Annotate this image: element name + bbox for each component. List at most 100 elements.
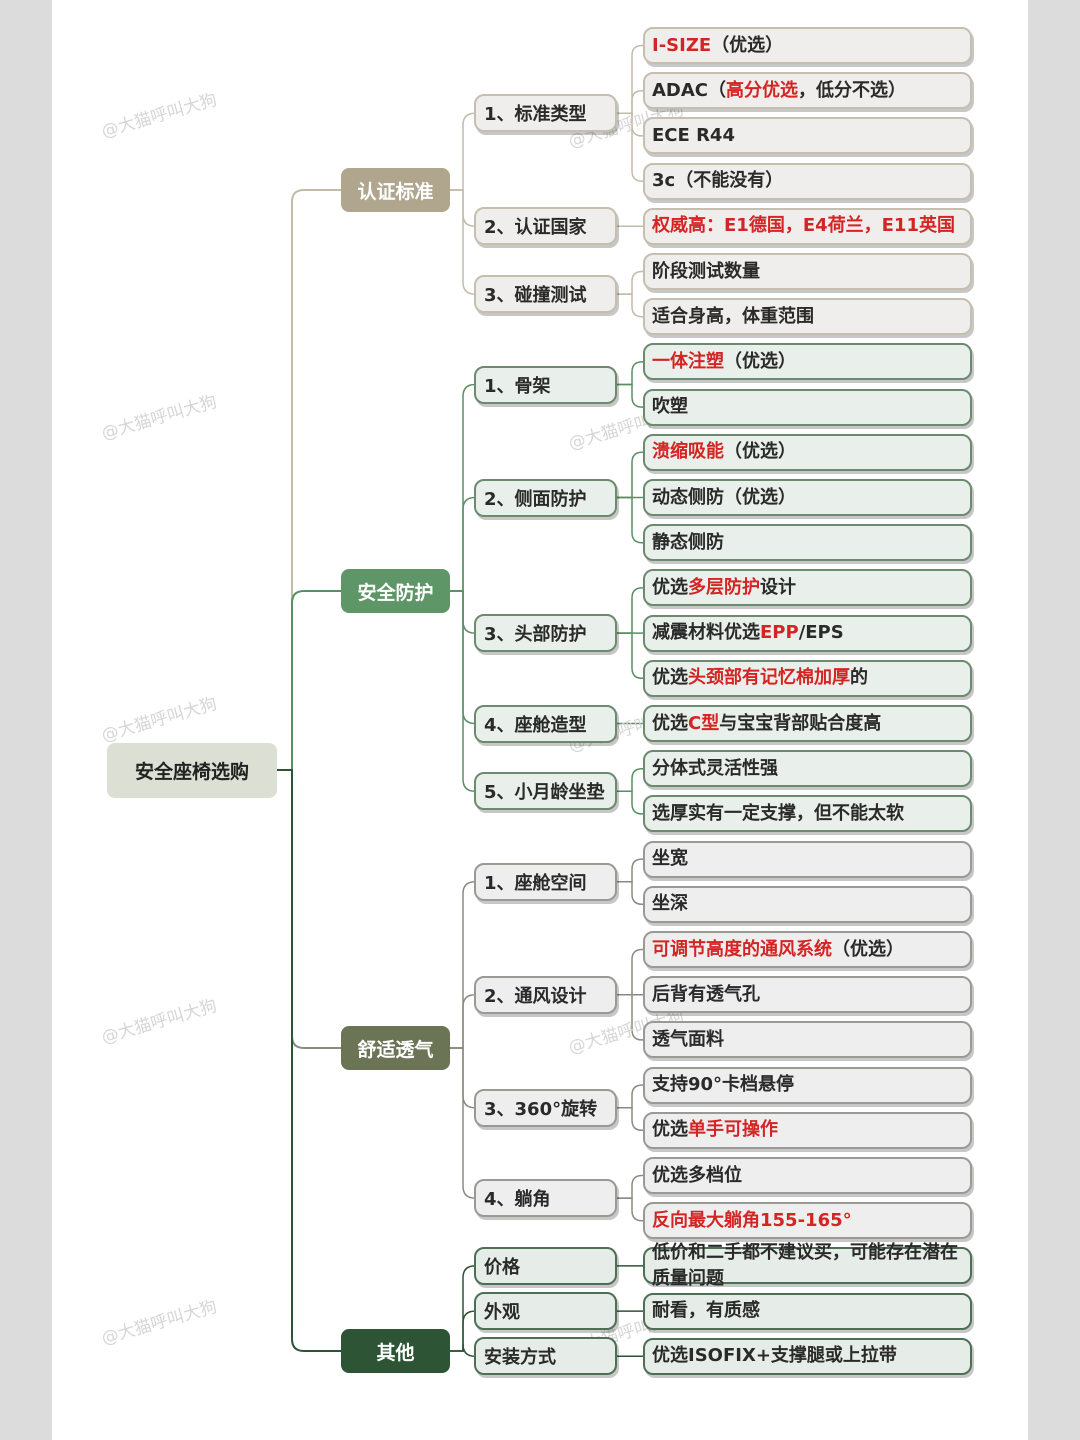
subcategory-node[interactable]: 安装方式 (474, 1337, 617, 1376)
leaf-text: 优选多层防护设计 (652, 575, 796, 601)
leaf-node[interactable]: 透气面料 (643, 1021, 972, 1059)
leaf-segment-text: 优选 (652, 576, 688, 598)
leaf-text: 优选C型与宝宝背部贴合度高 (652, 711, 881, 737)
leaf-highlight-text: 多层防护 (688, 576, 760, 598)
leaf-segment-text: 耐看，有质感 (652, 1300, 760, 1322)
category-node[interactable]: 安全防护 (341, 569, 450, 613)
leaf-node[interactable]: 吹塑 (643, 388, 972, 426)
leaf-text: 吹塑 (652, 394, 688, 420)
subcategory-label: 5、小月龄坐垫 (484, 782, 605, 804)
category-label: 安全防护 (357, 581, 434, 604)
leaf-node[interactable]: 后背有透气孔 (643, 976, 972, 1014)
category-label: 舒适透气 (357, 1038, 434, 1061)
subcategory-node[interactable]: 1、座舱空间 (474, 862, 617, 901)
leaf-node[interactable]: 溃缩吸能（优选） (643, 433, 972, 471)
leaf-node[interactable]: 选厚实有一定支撑，但不能太软 (643, 795, 972, 833)
subcategory-node[interactable]: 价格 (474, 1246, 617, 1285)
leaf-text: ECE R44 (652, 123, 735, 149)
subcategory-node[interactable]: 1、骨架 (474, 365, 617, 404)
leaf-segment-text: 透气面料 (652, 1028, 724, 1050)
leaf-node[interactable]: ECE R44 (643, 117, 972, 155)
leaf-segment-text: 优选 (652, 667, 688, 689)
root-to-category-line (277, 769, 341, 1049)
subcategory-node[interactable]: 3、头部防护 (474, 614, 617, 653)
category-node[interactable]: 其他 (341, 1329, 450, 1373)
subcategory-node[interactable]: 外观 (474, 1292, 617, 1331)
leaf-segment-text: 减震材料优选 (652, 622, 760, 644)
subcategory-node[interactable]: 4、躺角 (474, 1179, 617, 1218)
subcategory-node[interactable]: 5、小月龄坐垫 (474, 772, 617, 811)
subcategory-label: 2、侧面防护 (484, 488, 587, 510)
leaf-highlight-text: EPP (760, 622, 799, 644)
leaf-text: 优选ISOFIX+支撑腿或上拉带 (652, 1343, 897, 1369)
subcategory-node[interactable]: 3、碰撞测试 (474, 275, 617, 314)
leaf-node[interactable]: 优选多层防护设计 (643, 569, 972, 607)
subcategory-to-leaf-line (617, 790, 643, 815)
leaf-text: 权威高：E1德国，E4荷兰，E11英国 (652, 213, 955, 239)
leaf-node[interactable]: 坐宽 (643, 840, 972, 878)
subcategory-node[interactable]: 1、标准类型 (474, 94, 617, 133)
leaf-node[interactable]: 耐看，有质感 (643, 1292, 972, 1330)
category-to-subcategory-line (450, 189, 476, 295)
leaf-segment-text: 优选 (652, 1119, 688, 1141)
leaf-segment-text: 坐宽 (652, 848, 688, 870)
leaf-segment-text: 支持90°卡档悬停 (652, 1074, 795, 1096)
subcategory-to-leaf-line (617, 496, 643, 544)
leaf-node[interactable]: 静态侧防 (643, 524, 972, 562)
root-to-category-line (277, 590, 341, 771)
leaf-node[interactable]: 优选头颈部有记忆棉加厚的 (643, 659, 972, 697)
leaf-text: 支持90°卡档悬停 (652, 1072, 794, 1098)
root-to-category-line (277, 769, 341, 1352)
leaf-node[interactable]: I-SIZE（优选） (643, 27, 972, 64)
leaf-node[interactable]: 反向最大躺角155-165° (643, 1202, 972, 1240)
leaf-segment-text: 低价和二手都不建议买，可能存在潜在质量问题 (652, 1241, 958, 1289)
subcategory-label: 4、座舱造型 (484, 714, 587, 736)
leaf-node[interactable]: 优选单手可操作 (643, 1111, 972, 1149)
leaf-node[interactable]: 一体注塑（优选） (643, 343, 972, 381)
leaf-node[interactable]: 优选C型与宝宝背部贴合度高 (643, 705, 972, 742)
leaf-node[interactable]: 3c（不能没有） (643, 162, 972, 200)
category-to-subcategory-line (450, 590, 476, 793)
leaf-text: 低价和二手都不建议买，可能存在潜在质量问题 (652, 1240, 970, 1292)
leaf-highlight-text: C型 (688, 712, 720, 734)
root-label: 安全座椅选购 (134, 761, 249, 783)
subcategory-node[interactable]: 2、通风设计 (474, 975, 617, 1014)
subcategory-label: 安装方式 (484, 1347, 556, 1369)
subcategory-node[interactable]: 4、座舱造型 (474, 704, 617, 743)
subcategory-node[interactable]: 3、360°旋转 (474, 1088, 617, 1127)
leaf-node[interactable]: 低价和二手都不建议买，可能存在潜在质量问题 (643, 1242, 972, 1289)
subcategory-to-leaf-line (617, 632, 643, 680)
leaf-node[interactable]: 可调节高度的通风系统（优选） (643, 931, 972, 968)
subcategory-label: 4、躺角 (484, 1189, 551, 1211)
subcategory-to-leaf-line (617, 1174, 643, 1199)
leaf-node[interactable]: 支持90°卡档悬停 (643, 1066, 972, 1104)
leaf-node[interactable]: 阶段测试数量 (643, 253, 972, 290)
leaf-node[interactable]: 优选ISOFIX+支撑腿或上拉带 (643, 1337, 972, 1375)
subcategory-node[interactable]: 2、侧面防护 (474, 478, 617, 517)
leaf-highlight-text: 权威高：E1德国，E4荷兰，E11英国 (652, 215, 955, 237)
leaf-segment-text: 与宝宝背部贴合度高 (719, 712, 882, 734)
subcategory-to-leaf-line (617, 451, 643, 499)
root-node[interactable]: 安全座椅选购 (107, 743, 277, 798)
leaf-segment-text: 后背有透气孔 (652, 983, 760, 1005)
leaf-segment-text: /EPS (798, 622, 844, 644)
leaf-node[interactable]: 适合身高，体重范围 (643, 298, 972, 336)
leaf-text: 优选头颈部有记忆棉加厚的 (652, 665, 868, 691)
leaf-node[interactable]: 动态侧防（优选） (643, 479, 972, 516)
subcategory-label: 2、通风设计 (484, 985, 587, 1007)
category-node[interactable]: 认证标准 (341, 168, 450, 212)
subcategory-label: 外观 (484, 1302, 520, 1324)
subcategory-node[interactable]: 2、认证国家 (474, 207, 617, 246)
leaf-node[interactable]: 坐深 (643, 885, 972, 923)
leaf-node[interactable]: ADAC（高分优选，低分不选） (643, 72, 972, 110)
leaf-segment-text: 静态侧防 (652, 531, 724, 553)
leaf-highlight-text: 高分优选 (726, 79, 799, 101)
leaf-segment-text: （优选） (724, 350, 796, 372)
leaf-node[interactable]: 分体式灵活性强 (643, 750, 972, 788)
leaf-segment-text: 设计 (760, 576, 796, 598)
leaf-node[interactable]: 减震材料优选EPP/EPS (643, 614, 972, 652)
leaf-node[interactable]: 优选多档位 (643, 1157, 972, 1194)
leaf-node[interactable]: 权威高：E1德国，E4荷兰，E11英国 (643, 207, 972, 245)
leaf-segment-text: （优选） (832, 938, 904, 960)
category-node[interactable]: 舒适透气 (341, 1026, 450, 1070)
